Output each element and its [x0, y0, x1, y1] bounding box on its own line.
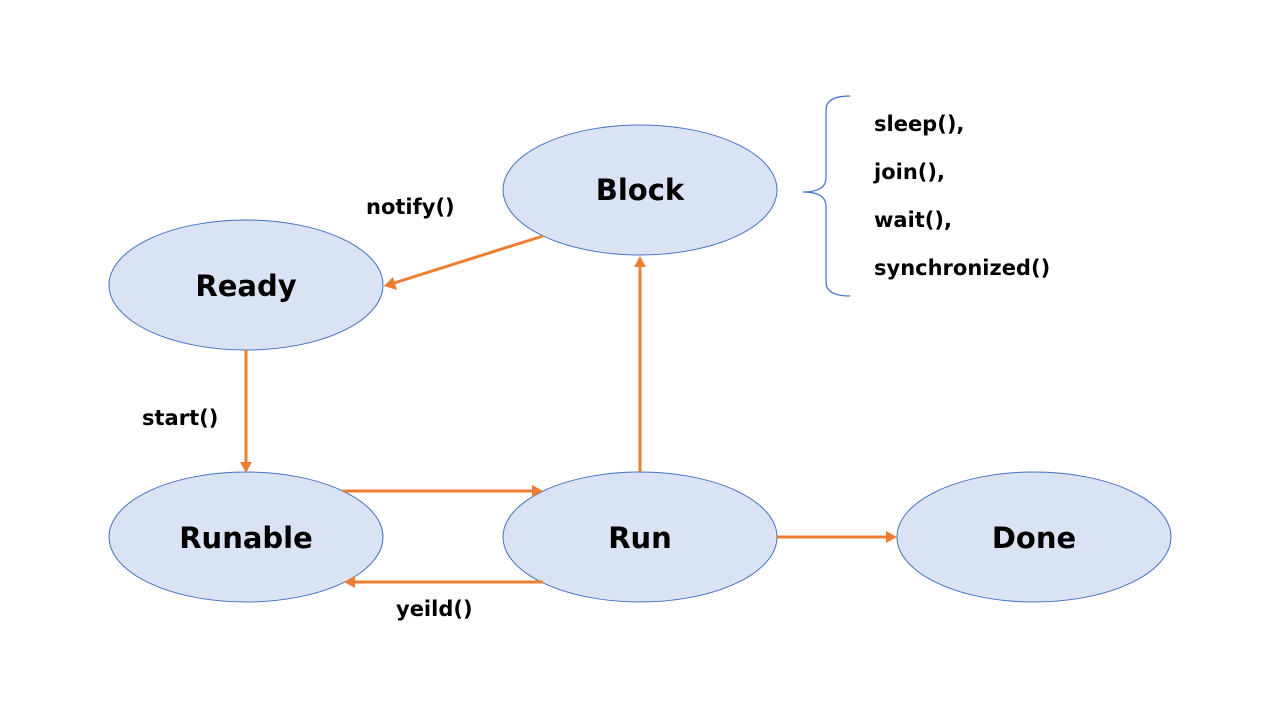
node-block: Block [502, 124, 778, 256]
edge-block-to-ready-line [393, 234, 544, 285]
node-done-label: Done [992, 521, 1076, 555]
node-done: Done [896, 471, 1172, 603]
block-method-item: sleep(), [874, 112, 964, 136]
edge-label-notify: notify() [366, 195, 455, 219]
edge-block-to-ready [384, 234, 544, 290]
node-run-label: Run [608, 521, 672, 555]
block-method-item: synchronized() [874, 256, 1050, 280]
node-runable: Runable [108, 471, 384, 603]
edge-ready-to-runable-arrowhead [240, 462, 252, 473]
edge-run-to-runable-arrowhead [344, 576, 355, 588]
edge-run-to-runable [344, 576, 543, 588]
edge-label-start: start() [142, 406, 218, 430]
node-runable-label: Runable [179, 521, 313, 555]
node-ready-label: Ready [195, 269, 296, 303]
edge-run-to-done-arrowhead [886, 531, 897, 543]
edge-block-to-ready-arrowhead [384, 277, 397, 290]
edge-ready-to-runable [240, 350, 252, 473]
block-method-item: wait(), [874, 208, 952, 232]
block-method-item: join(), [873, 160, 945, 184]
node-block-label: Block [596, 173, 685, 207]
block-methods-brace [802, 95, 851, 297]
edge-run-to-block-arrowhead [634, 256, 646, 267]
edge-runable-to-run-arrowhead [532, 485, 543, 497]
edge-run-to-block [634, 256, 646, 472]
block-methods-list: sleep(), join(), wait(), synchronized() [873, 112, 1050, 280]
node-block-shape [502, 124, 778, 256]
edge-runable-to-run [343, 485, 543, 497]
node-run: Run [502, 471, 778, 603]
edge-label-yeild: yeild() [396, 597, 473, 621]
edge-run-to-done [777, 531, 897, 543]
node-ready: Ready [108, 219, 384, 351]
